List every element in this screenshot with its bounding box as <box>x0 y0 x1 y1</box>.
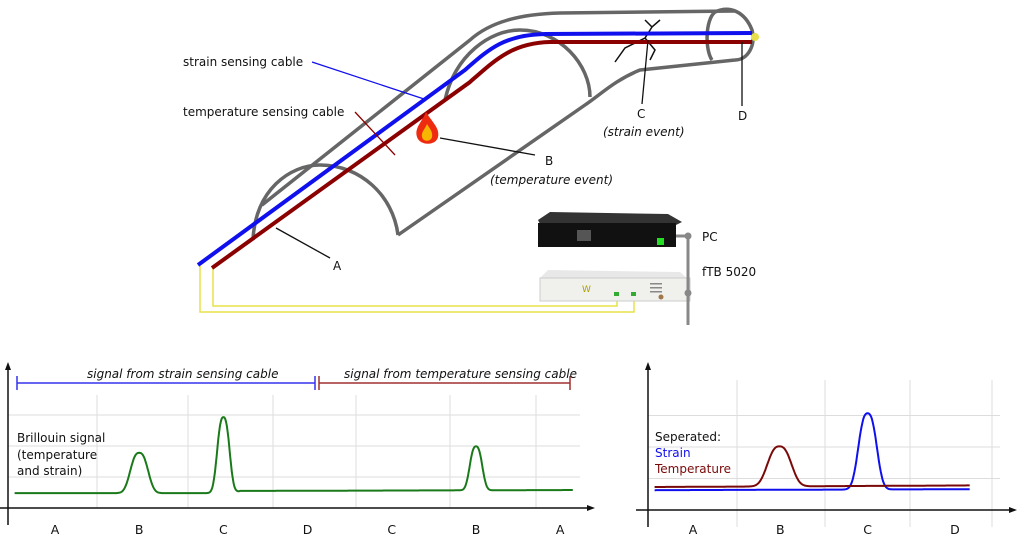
temperature-signal-label: signal from temperature sensing cable <box>344 367 577 381</box>
x-tick-label: B <box>472 522 481 537</box>
x-tick-label: D <box>303 522 313 537</box>
point-c-description: (strain event) <box>603 125 685 139</box>
x-tick-label: C <box>219 522 228 537</box>
tunnel-entrance-arch <box>251 163 400 241</box>
series-line-strain <box>654 412 970 492</box>
legend-strain: Strain <box>655 446 691 460</box>
brand-logo-icon: W <box>582 285 591 295</box>
device-label: fTB 5020 <box>702 265 756 279</box>
tunnel-middle-arch <box>443 28 592 101</box>
strain-sensing-cable <box>196 31 753 267</box>
temperature-signal-bracket <box>318 376 571 390</box>
separated-signal-chart: Seperated: Strain Temperature A B C D <box>636 362 1017 537</box>
cable-end-marker <box>751 33 759 41</box>
pc-label: PC <box>702 230 718 244</box>
legend-temperature: Temperature <box>654 462 731 476</box>
chart1-y-arrow-icon <box>5 362 11 370</box>
x-tick-label: A <box>689 522 698 537</box>
x-tick-label: A <box>556 522 565 537</box>
point-a-label: A <box>333 259 342 273</box>
series-line-temperature <box>654 445 970 488</box>
point-b-label: B <box>545 154 553 168</box>
x-tick-label: B <box>135 522 144 537</box>
leader-strain-cable <box>311 61 425 100</box>
chart2-heading: Seperated: <box>655 430 721 444</box>
point-b-description: (temperature event) <box>490 173 613 187</box>
leader-temperature-cable <box>354 111 396 156</box>
series-line-brillouin-signal <box>14 416 573 495</box>
ftb5020-device: W <box>539 270 691 302</box>
temperature-sensing-cable <box>210 40 752 270</box>
x-tick-label: C <box>387 522 396 537</box>
x-tick-label: D <box>950 522 960 537</box>
x-tick-label: A <box>51 522 60 537</box>
chart1-text-line-3: and strain) <box>17 464 82 478</box>
strain-cable-label: strain sensing cable <box>183 55 303 69</box>
tunnel-bottom-edge <box>397 58 736 237</box>
x-tick-label: B <box>776 522 785 537</box>
chart2-y-arrow-icon <box>645 362 651 370</box>
leader-b <box>439 137 536 156</box>
x-tick-label: C <box>863 522 872 537</box>
chart1-text-line-2: (temperature <box>17 448 97 462</box>
brillouin-signal-chart: signal from strain sensing cable signal … <box>0 362 595 537</box>
chart2-x-arrow-icon <box>1009 507 1017 513</box>
strain-signal-label: signal from strain sensing cable <box>87 367 278 381</box>
tunnel-end <box>705 7 755 62</box>
temperature-cable-label: temperature sensing cable <box>183 105 344 119</box>
chart2-grid <box>648 380 1000 527</box>
leader-c <box>641 39 649 105</box>
leader-a <box>275 227 331 259</box>
point-d-label: D <box>738 109 747 123</box>
point-c-label: C <box>637 107 645 121</box>
pc-device <box>538 212 682 247</box>
chart1-text-line-1: Brillouin signal <box>17 431 105 445</box>
tunnel-top-edge <box>260 9 736 207</box>
power-led-icon <box>657 238 664 245</box>
strain-signal-bracket <box>16 376 316 390</box>
fire-icon <box>416 112 439 144</box>
chart1-x-arrow-icon <box>587 505 595 511</box>
tunnel <box>251 7 755 241</box>
